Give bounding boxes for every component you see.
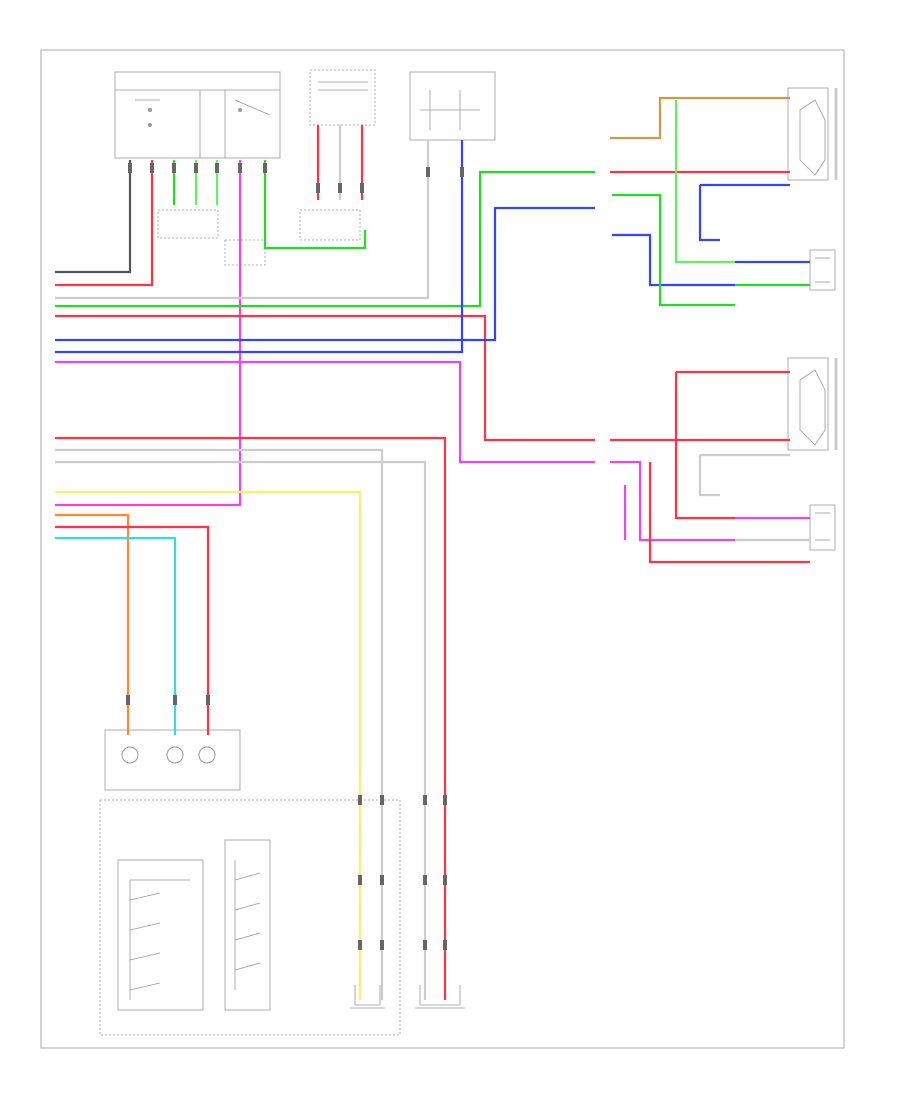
diagram-border — [40, 49, 845, 1049]
connector-marker-15 — [358, 795, 362, 805]
wire-white-17 — [55, 448, 384, 1000]
component-amp — [309, 69, 376, 126]
connector-marker-8 — [338, 183, 342, 193]
wire-green-6 — [263, 160, 367, 250]
component-rf-speaker — [787, 87, 838, 181]
wire-red-36 — [648, 462, 735, 564]
connector-marker-3 — [194, 163, 198, 173]
component-clock-spring — [99, 799, 401, 1036]
wire-red-1 — [55, 160, 154, 287]
connector-marker-2 — [172, 163, 176, 173]
wire-red-22 — [55, 525, 210, 735]
wire-yellow-19 — [55, 490, 362, 1000]
connector-markers — [126, 163, 464, 950]
wire-red-12 — [55, 314, 595, 442]
connector-marker-0 — [128, 163, 132, 173]
connector-marker-12 — [126, 695, 130, 705]
component-lh-steering-switch — [117, 859, 204, 1011]
wire-tan-23 — [610, 96, 790, 140]
wire-harness — [55, 96, 810, 1000]
connector-marker-16 — [380, 795, 384, 805]
connector-marker-9 — [360, 183, 364, 193]
connector-marker-21 — [423, 795, 427, 805]
component-head-unit — [114, 71, 281, 159]
component-antenna — [409, 71, 496, 141]
wire-blue-14 — [55, 140, 464, 354]
connector-marker-22 — [443, 795, 447, 805]
component-connector-set — [157, 209, 361, 266]
component-rh-steering-switch — [224, 839, 271, 1011]
connector-marker-5 — [238, 163, 242, 173]
wire-blue-27 — [698, 183, 790, 242]
wire-black-0 — [55, 160, 132, 274]
wire-cyan-21 — [55, 536, 177, 735]
connector-marker-19 — [358, 940, 362, 950]
connector-marker-17 — [358, 875, 362, 885]
wire-green-28 — [612, 193, 735, 307]
wire-white-10 — [55, 140, 430, 300]
wire-blue-13 — [55, 206, 595, 342]
connector-marker-6 — [263, 163, 267, 173]
connector-marker-11 — [460, 167, 464, 177]
wire-violet-34 — [610, 460, 735, 542]
wire-violet-15 — [55, 360, 595, 464]
component-lf-speaker — [787, 357, 838, 451]
wire-red-16 — [55, 436, 447, 1000]
wire-red-32 — [674, 370, 790, 520]
connector-marker-1 — [150, 163, 154, 173]
component-lr-speaker — [350, 985, 385, 1009]
connector-marker-10 — [426, 167, 430, 177]
wire-green-11 — [55, 170, 595, 308]
connector-marker-25 — [423, 940, 427, 950]
wire-violet-5 — [55, 160, 242, 507]
wire-white-33 — [698, 453, 790, 497]
connector-marker-23 — [423, 875, 427, 885]
connector-marker-24 — [443, 875, 447, 885]
connector-marker-26 — [443, 940, 447, 950]
wire-white-18 — [55, 460, 427, 1000]
wire-blue-26 — [612, 233, 735, 287]
component-lf-tweeter — [809, 504, 836, 551]
connector-marker-7 — [316, 183, 320, 193]
connector-marker-18 — [380, 875, 384, 885]
connector-marker-13 — [173, 695, 177, 705]
connector-marker-14 — [206, 695, 210, 705]
connector-marker-4 — [215, 163, 219, 173]
component-rr-speaker — [415, 985, 465, 1009]
component-remote-switch — [104, 729, 241, 791]
component-rf-tweeter — [809, 249, 836, 291]
connector-marker-20 — [380, 940, 384, 950]
wire-lightgreen-25 — [674, 100, 735, 264]
wire-orange-20 — [55, 513, 130, 735]
